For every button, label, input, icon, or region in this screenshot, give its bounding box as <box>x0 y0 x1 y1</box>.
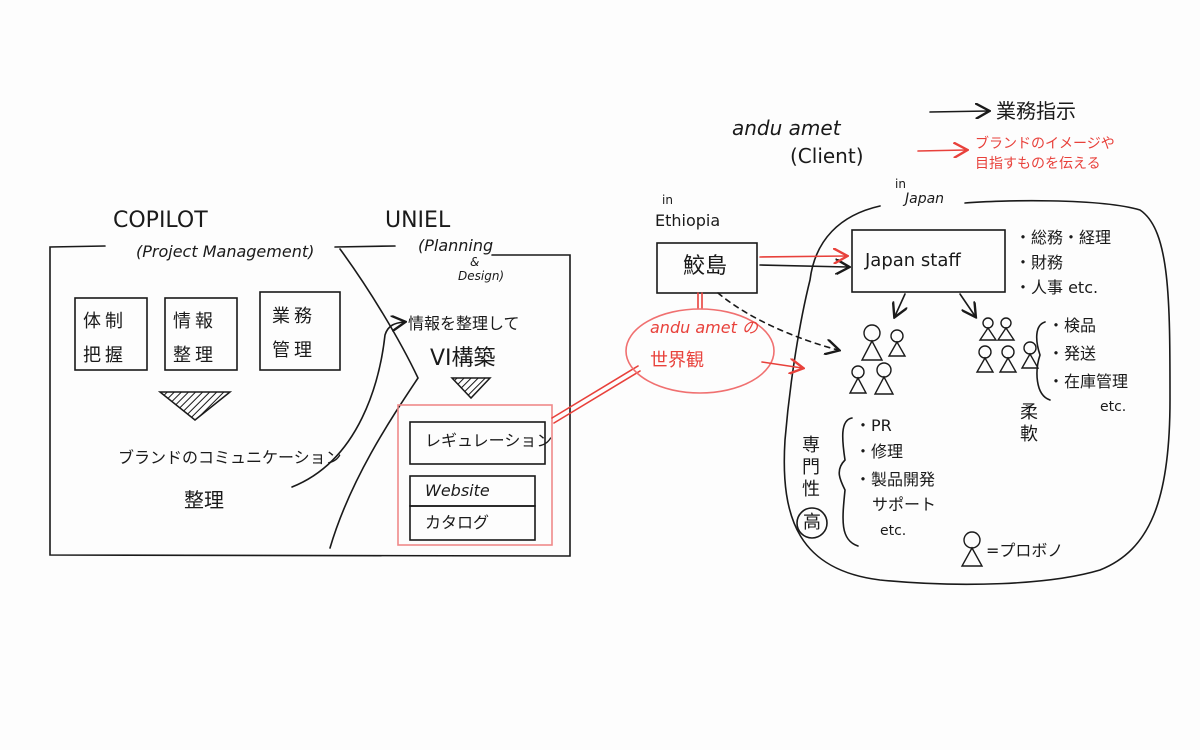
uniel-step-1: 情報を整理して <box>408 314 520 333</box>
people-group-staff <box>975 317 1040 373</box>
group-task: ・発送 <box>1048 344 1097 363</box>
client-role: (Client) <box>790 144 864 168</box>
expert-task: etc. <box>880 523 907 539</box>
box-outline <box>409 505 536 541</box>
legend-red-arrow <box>917 150 966 151</box>
hatched-triangle <box>450 377 492 400</box>
box-outline <box>74 297 148 371</box>
group-task: ・検品 <box>1048 316 1097 335</box>
circle-mark <box>796 507 828 539</box>
ethiopia-person: 鮫島 <box>683 254 728 279</box>
probono-person-icon <box>960 531 984 567</box>
copilot-result-2: 整理 <box>184 488 224 512</box>
worldview-line-2: 世界観 <box>650 350 704 371</box>
deliverable-website: Website <box>425 481 490 500</box>
copilot-box-operations: 業務管理 <box>272 306 316 361</box>
brace <box>838 417 859 547</box>
box-outline <box>851 229 1006 293</box>
uniel-subtitle-3: Design) <box>458 269 505 283</box>
dashed-arrow <box>717 292 838 350</box>
staff-task: ・総務・経理 <box>1015 228 1112 247</box>
staff-task: ・財務 <box>1015 253 1064 272</box>
curve-arrow <box>291 322 404 488</box>
copilot-result-1: ブランドのコミュニケーション <box>118 448 342 467</box>
japan-prefix: in <box>895 177 906 191</box>
ethiopia-prefix: in <box>662 193 673 207</box>
divider-curve <box>329 248 419 549</box>
expert-task: サポート <box>872 495 937 514</box>
expert-task: ・修理 <box>855 442 904 461</box>
uniel-step-2: VI構築 <box>430 346 496 371</box>
deliverable-regulation: レギュレーション <box>425 431 553 450</box>
group-task: ・在庫管理 <box>1048 372 1129 391</box>
copilot-box-structure: 体制把握 <box>83 311 127 366</box>
copilot-title: COPILOT <box>113 208 208 233</box>
probono-legend-label: =プロボノ <box>986 541 1064 560</box>
legend-brand-label-2: 目指すものを伝える <box>975 156 1101 172</box>
expert-trait: 専門性 <box>799 435 820 501</box>
staff-task: ・人事 etc. <box>1015 278 1099 297</box>
client-name: andu amet <box>732 116 841 140</box>
uniel-subtitle-2: & <box>470 255 480 269</box>
instruction-arrow <box>759 265 848 267</box>
japan-boundary <box>783 199 1171 586</box>
deliverable-catalog: カタログ <box>425 513 490 532</box>
box-outline <box>259 291 341 371</box>
legend-brand-label-1: ブランドのイメージや <box>975 136 1115 152</box>
group-task: etc. <box>1100 399 1127 415</box>
box-outline <box>409 421 546 465</box>
japan-staff-box: Japan staff <box>865 250 961 271</box>
brand-image-arrow <box>759 256 846 257</box>
left-frame <box>49 245 571 557</box>
legend-black-arrow <box>929 111 988 112</box>
expert-level: 高 <box>803 512 821 533</box>
ethiopia-label: Ethiopia <box>655 211 721 230</box>
deliverables-frame <box>397 404 553 546</box>
expert-task: ・PR <box>855 416 892 435</box>
people-group-experts <box>848 324 907 395</box>
japan-label: Japan <box>905 191 945 207</box>
copilot-subtitle: (Project Management) <box>136 242 315 261</box>
legend-instruction-label: 業務指示 <box>996 99 1076 123</box>
brand-image-arrow <box>761 362 802 368</box>
copilot-box-info: 情報整理 <box>173 311 217 366</box>
worldview-ellipse <box>625 308 775 394</box>
worldview-line-1: andu amet の <box>650 318 758 337</box>
brace <box>1035 321 1051 401</box>
box-outline <box>656 242 758 294</box>
uniel-title: UNIEL <box>385 208 451 233</box>
hatched-triangle <box>157 391 233 421</box>
uniel-subtitle-1: (Planning <box>418 236 494 255</box>
group-trait: 柔軟 <box>1017 402 1038 446</box>
expert-task: ・製品開発 <box>855 470 936 489</box>
box-outline <box>164 297 238 371</box>
